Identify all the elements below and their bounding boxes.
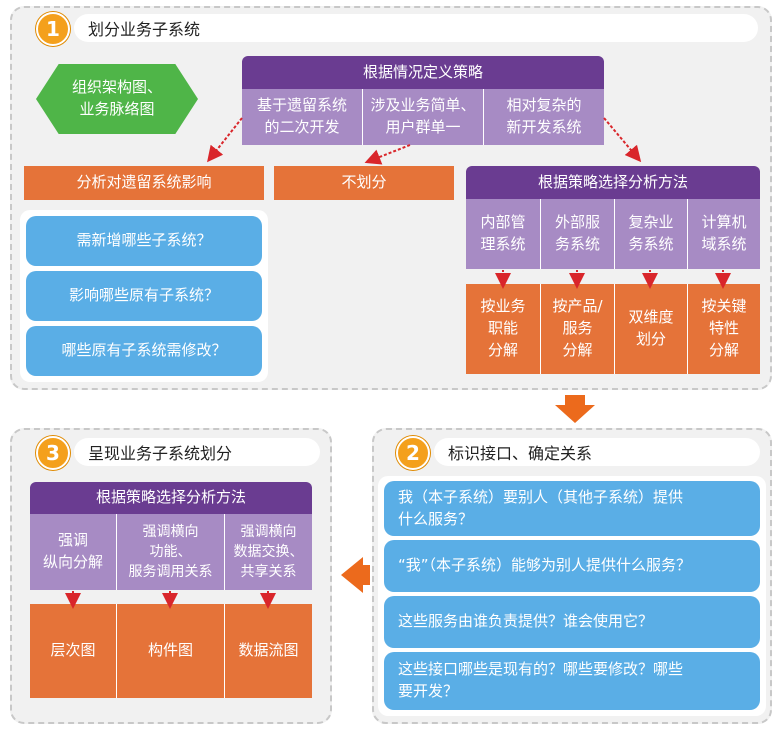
decompose-by-product: 按产品/ 服务 分解 <box>540 284 614 374</box>
step2-number-badge: 2 <box>396 436 430 470</box>
strategy-header: 根据情况定义策略 <box>242 56 604 89</box>
step3-title-bar: 呈现业务子系统划分 <box>74 438 320 466</box>
system-type-computing: 计算机 域系统 <box>687 199 760 269</box>
strategy-option-legacy: 基于遗留系统 的二次开发 <box>242 89 362 145</box>
diagram-hierarchy: 层次图 <box>30 604 116 698</box>
no-split-box: 不划分 <box>274 166 454 200</box>
decompose-two-dimension: 双维度 划分 <box>614 284 687 374</box>
step3-number-badge: 3 <box>36 436 70 470</box>
question-modify-subsystems: 哪些原有子系统需修改？ <box>26 326 262 376</box>
step1-number: 1 <box>46 17 60 41</box>
diagram-component: 构件图 <box>116 604 224 698</box>
system-type-internal: 内部管 理系统 <box>466 199 540 269</box>
system-type-external: 外部服 务系统 <box>540 199 614 269</box>
step1-title: 划分业务子系统 <box>88 20 201 39</box>
step2-title-bar: 标识接口、确定关系 <box>434 438 760 466</box>
question-services-provided: “我”（本子系统）能够为别人提供什么服务？ <box>384 540 760 592</box>
step3-title: 呈现业务子系统划分 <box>88 444 233 463</box>
emphasis-horizontal-data: 强调横向 数据交换、 共享关系 <box>224 514 312 590</box>
diagram-dataflow: 数据流图 <box>224 604 312 698</box>
question-services-needed: 我（本子系统）要别人（其他子系统）提供 什么服务？ <box>384 481 760 536</box>
question-affected-subsystems: 影响哪些原有子系统？ <box>26 271 262 321</box>
emphasis-vertical: 强调 纵向分解 <box>30 514 116 590</box>
step3-method-header: 根据策略选择分析方法 <box>30 482 312 514</box>
step1-number-badge: 1 <box>36 12 70 46</box>
step1-method-header: 根据策略选择分析方法 <box>466 166 760 199</box>
strategy-option-simple: 涉及业务简单、 用户群单一 <box>362 89 483 145</box>
strategy-option-complex: 相对复杂的 新开发系统 <box>483 89 604 145</box>
legacy-impact-box: 分析对遗留系统影响 <box>24 166 264 200</box>
step2-title: 标识接口、确定关系 <box>448 444 593 463</box>
system-type-complex: 复杂业 务系统 <box>614 199 687 269</box>
decompose-by-function: 按业务 职能 分解 <box>466 284 540 374</box>
flow-arrow-left <box>341 557 370 593</box>
question-interface-status: 这些接口哪些是现有的？哪些要修改？哪些 要开发？ <box>384 652 760 710</box>
decompose-by-feature: 按关键 特性 分解 <box>687 284 760 374</box>
org-chart-hexagon: 组织架构图、 业务脉络图 <box>36 64 198 134</box>
question-service-responsibility: 这些服务由谁负责提供？谁会使用它？ <box>384 596 760 648</box>
question-new-subsystems: 需新增哪些子系统？ <box>26 216 262 266</box>
emphasis-horizontal-function: 强调横向 功能、 服务调用关系 <box>116 514 224 590</box>
flow-arrow-down <box>555 395 595 423</box>
step3-number: 3 <box>46 441 60 465</box>
step2-number: 2 <box>406 441 420 465</box>
step1-title-bar: 划分业务子系统 <box>74 14 758 42</box>
